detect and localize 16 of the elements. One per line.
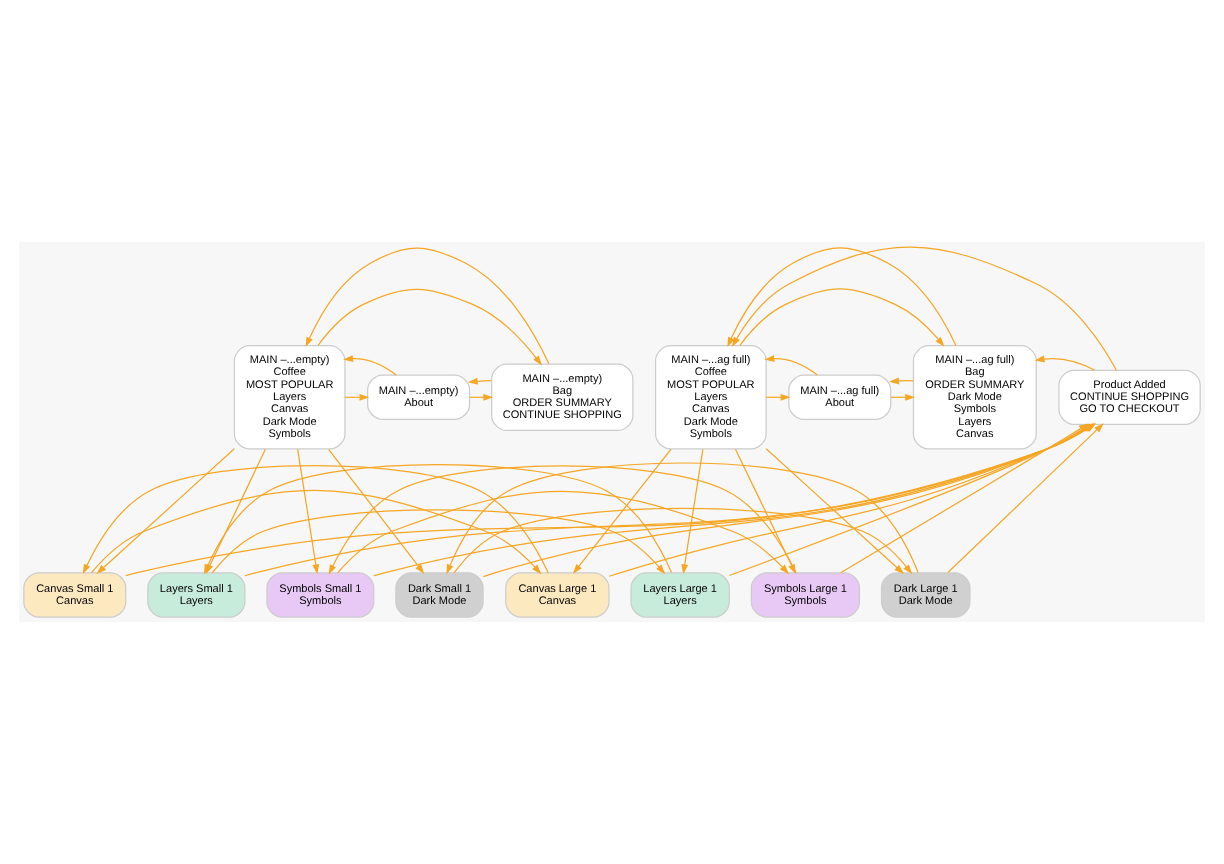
arrow: [573, 448, 672, 574]
arrow: [328, 448, 425, 574]
arrow: [317, 288, 542, 366]
arrow: [764, 355, 818, 376]
arrow: [731, 246, 1118, 371]
arrow: [305, 247, 550, 365]
arrow: [297, 448, 320, 575]
arrow: [211, 509, 666, 575]
arrow: [1034, 355, 1096, 371]
arrow: [739, 288, 945, 347]
arrow: [467, 377, 492, 385]
arrow: [840, 423, 1089, 574]
arrow: [727, 247, 957, 348]
arrow: [681, 448, 704, 575]
arrow: [337, 490, 789, 575]
arrow: [343, 355, 397, 376]
